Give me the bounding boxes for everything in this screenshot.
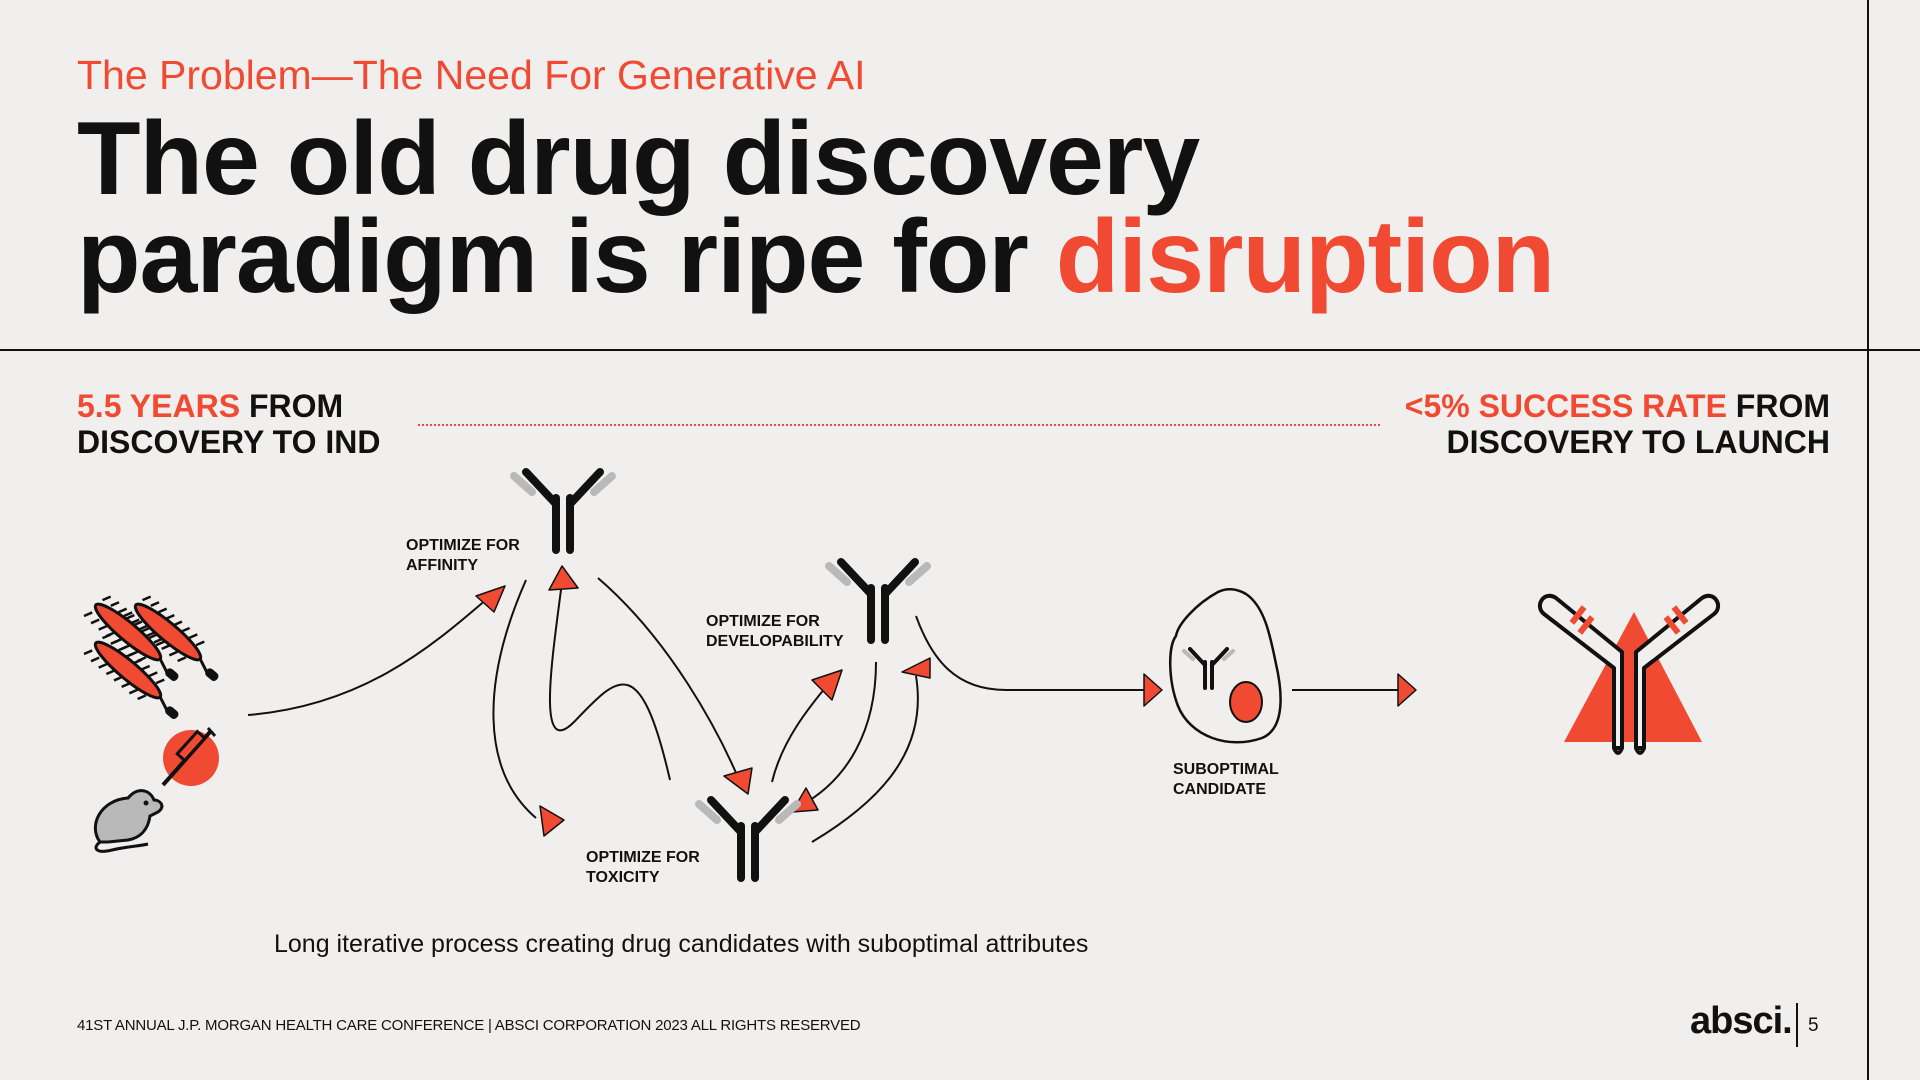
bacteria-icon bbox=[81, 589, 233, 729]
diagram-caption: Long iterative process creating drug can… bbox=[274, 930, 1089, 958]
arrow-to-affinity bbox=[247, 597, 489, 716]
arrowhead-toxicity-right bbox=[723, 767, 753, 795]
arrowhead-launch bbox=[1397, 673, 1417, 707]
label-optimize-developability: OPTIMIZE FOR DEVELOPABILITY bbox=[706, 613, 844, 650]
antibody-icon-toxicity bbox=[699, 800, 797, 878]
stat-years-highlight: 5.5 YEARS bbox=[77, 388, 241, 424]
antibody-icon-affinity bbox=[514, 472, 612, 550]
arrow-toxicity-to-developability bbox=[771, 681, 831, 783]
title-accent-word: disruption bbox=[1055, 199, 1555, 315]
arrow-affinity-to-toxicity-right bbox=[597, 577, 741, 783]
stat-success-highlight: <5% SUCCESS RATE bbox=[1404, 388, 1727, 424]
title-line-1: The old drug discovery bbox=[77, 101, 1200, 217]
stat-success-rate: <5% SUCCESS RATE FROM DISCOVERY TO LAUNC… bbox=[1380, 388, 1830, 460]
antibody-triangle-icon bbox=[1537, 594, 1721, 755]
stat-success-from: FROM bbox=[1726, 388, 1830, 424]
stat-success-line2: DISCOVERY TO LAUNCH bbox=[1446, 424, 1830, 460]
arrow-to-candidate bbox=[915, 615, 1144, 691]
antibody-icon-developability bbox=[829, 562, 927, 640]
right-edge-divider bbox=[1867, 0, 1869, 1080]
title-line-2-prefix: paradigm is ripe for bbox=[77, 199, 1056, 315]
arrow-toxicity-to-developability-2 bbox=[811, 675, 919, 843]
title-line-2: paradigm is ripe for disruption bbox=[77, 205, 1555, 309]
page-title: The old drug discovery paradigm is ripe … bbox=[77, 101, 1555, 309]
arrowhead-affinity bbox=[475, 585, 506, 613]
arrowhead-candidate bbox=[1143, 673, 1163, 707]
syringe-icon bbox=[161, 727, 219, 787]
footer-copyright: 41ST ANNUAL J.P. MORGAN HEALTH CARE CONF… bbox=[77, 1017, 861, 1034]
footer-separator bbox=[1796, 1003, 1798, 1047]
absci-logo: absci. bbox=[1690, 1000, 1793, 1042]
arrowhead-developability-2 bbox=[901, 657, 931, 679]
stat-years-from: FROM bbox=[240, 388, 344, 424]
header-divider bbox=[0, 349, 1920, 351]
arrowhead-affinity-return bbox=[548, 565, 579, 591]
arrow-affinity-to-toxicity bbox=[492, 579, 537, 819]
section-eyebrow: The Problem—The Need For Generative AI bbox=[77, 52, 866, 98]
arrowhead-developability bbox=[811, 669, 843, 701]
label-suboptimal-candidate: SUBOPTIMAL CANDIDATE bbox=[1173, 761, 1279, 798]
label-optimize-affinity: OPTIMIZE FOR AFFINITY bbox=[406, 537, 520, 574]
page-number: 5 bbox=[1808, 1015, 1819, 1036]
arrow-developability-to-toxicity bbox=[799, 661, 877, 807]
arrowhead-toxicity-left bbox=[539, 805, 565, 837]
cell-icon bbox=[1168, 588, 1282, 744]
arrow-loop-to-affinity bbox=[549, 581, 671, 781]
stat-time-to-ind: 5.5 YEARS FROM DISCOVERY TO IND bbox=[77, 388, 380, 460]
timeline-dotted-line bbox=[418, 424, 1380, 426]
mouse-icon bbox=[93, 789, 164, 853]
label-optimize-toxicity: OPTIMIZE FOR TOXICITY bbox=[586, 849, 700, 886]
stat-years-line2: DISCOVERY TO IND bbox=[77, 424, 381, 460]
